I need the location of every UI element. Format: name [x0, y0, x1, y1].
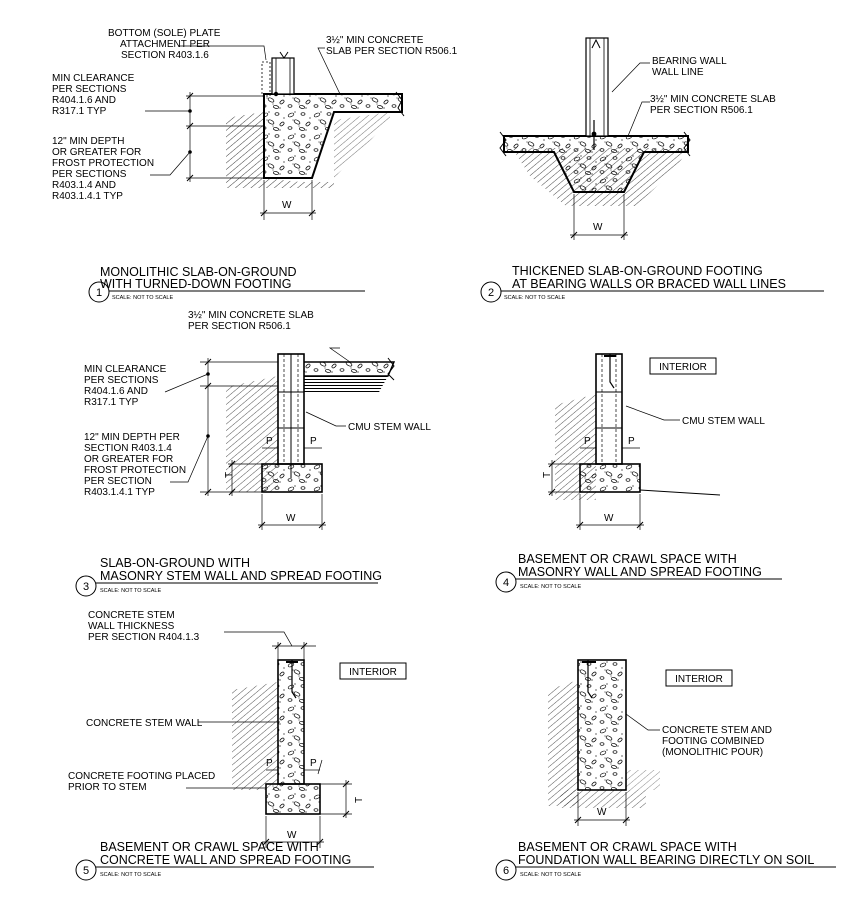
detail-1-concrete-fill	[263, 93, 403, 179]
detail-6-number-circle	[495, 859, 517, 881]
detail-3: T W P P 3½" MIN CONCRETE SLAB PER SECTIO…	[75, 310, 431, 597]
detail-3-number-circle	[75, 575, 97, 597]
detail-1-stud-wall	[271, 57, 295, 95]
detail-4-number: 4	[503, 577, 509, 589]
detail-3-soil-left	[226, 376, 278, 492]
detail-4-dim-w: W	[604, 513, 614, 524]
detail-5-dim-w: W	[287, 830, 297, 841]
detail-3-gravel	[304, 376, 388, 394]
detail-3-note-cmu: CMU STEM WALL	[348, 422, 431, 433]
detail-5: T P P W INTERIOR CONCRETE STEM WALL THIC…	[68, 610, 407, 881]
detail-5-note-footing: CONCRETE FOOTING PLACED PRIOR TO STEM	[68, 771, 218, 793]
detail-1-note-clearance: MIN CLEARANCE PER SECTIONS R404.1.6 AND …	[52, 73, 137, 117]
detail-1-soil-right	[334, 112, 390, 178]
detail-6-soil-under	[560, 790, 646, 808]
detail-3-title-line2: MASONRY STEM WALL AND SPREAD FOOTING	[100, 569, 382, 583]
detail-5-interior-box	[339, 662, 407, 680]
detail-3-dim-p-left: P	[266, 436, 273, 447]
detail-4-number-circle	[495, 571, 517, 593]
detail-6-interior-box	[665, 669, 733, 687]
detail-5-note-thickness: CONCRETE STEM WALL THICKNESS PER SECTION…	[88, 610, 200, 643]
detail-6-number: 6	[503, 865, 509, 877]
detail-4-cmu-wall	[595, 353, 623, 465]
detail-1-note-plate: BOTTOM (SOLE) PLATE ATTACHMENT PER SECTI…	[108, 28, 223, 61]
detail-1-note-slab: 3½" MIN CONCRETE SLAB PER SECTION R506.1	[326, 35, 458, 57]
detail-3-dim-p-right: P	[310, 436, 317, 447]
detail-5-note-stem: CONCRETE STEM WALL	[86, 718, 203, 729]
detail-5-number-circle	[75, 859, 97, 881]
detail-3-title-line1: SLAB-ON-GROUND WITH	[100, 556, 250, 570]
detail-1-title-line2: WITH TURNED-DOWN FOOTING	[100, 277, 291, 291]
detail-3-dim-t: T	[224, 472, 235, 478]
detail-6-wall	[577, 659, 627, 791]
detail-3-scale: SCALE: NOT TO SCALE	[100, 588, 161, 594]
detail-5-number: 5	[83, 865, 89, 877]
detail-6-dim-w: W	[597, 807, 607, 818]
detail-5-dim-p-left: P	[266, 758, 273, 769]
detail-2-concrete	[503, 135, 689, 193]
detail-5-dim-p-right: P	[310, 758, 317, 769]
detail-6-scale: SCALE: NOT TO SCALE	[520, 872, 581, 878]
detail-6-note-interior: INTERIOR	[675, 674, 723, 685]
detail-1-number: 1	[96, 287, 102, 299]
detail-4-note-interior: INTERIOR	[659, 362, 707, 373]
detail-1-title-line1: MONOLITHIC SLAB-ON-GROUND	[100, 265, 297, 279]
detail-2: W BEARING WALL WALL LINE 3½" MIN CONCRET…	[480, 37, 824, 303]
detail-5-soil	[232, 682, 278, 790]
detail-3-slab	[295, 361, 396, 377]
detail-2-number-circle	[480, 281, 502, 303]
detail-3-footing	[261, 463, 323, 493]
detail-4: T W P P INTERIOR CMU STEM WALL 4 BASEMEN…	[495, 353, 782, 593]
detail-4-scale: SCALE: NOT TO SCALE	[520, 584, 581, 590]
detail-1-scale: SCALE: NOT TO SCALE	[112, 295, 173, 301]
detail-1-number-circle	[88, 281, 110, 303]
detail-2-dim-w: W	[593, 222, 603, 233]
detail-6-soil-left	[548, 680, 578, 806]
detail-6: W INTERIOR CONCRETE STEM AND FOOTING COM…	[495, 659, 836, 881]
detail-4-dim-p-right: P	[628, 436, 635, 447]
detail-5-footing	[265, 783, 321, 815]
detail-5-dim-t: T	[354, 797, 365, 803]
detail-6-title-line2: FOUNDATION WALL BEARING DIRECTLY ON SOIL	[518, 853, 814, 867]
detail-1: W BOTTOM (SOLE) PLATE ATTACHMENT PER SEC…	[52, 28, 458, 303]
detail-4-title-line1: BASEMENT OR CRAWL SPACE WITH	[518, 552, 737, 566]
detail-4-dim-p-left: P	[584, 436, 591, 447]
detail-2-note-slab: 3½" MIN CONCRETE SLAB PER SECTION R506.1	[650, 94, 779, 116]
detail-3-dim-w: W	[286, 513, 296, 524]
detail-4-footing	[579, 463, 641, 493]
detail-2-number: 2	[488, 287, 494, 299]
detail-1-note-depth: 12" MIN DEPTH OR GREATER FOR FROST PROTE…	[52, 136, 157, 202]
detail-5-note-interior: INTERIOR	[349, 667, 397, 678]
detail-2-note-wall: BEARING WALL WALL LINE	[652, 56, 729, 78]
detail-2-title-line2: AT BEARING WALLS OR BRACED WALL LINES	[512, 277, 786, 291]
detail-6-note-combined: CONCRETE STEM AND FOOTING COMBINED (MONO…	[662, 725, 775, 758]
detail-3-note-clearance: MIN CLEARANCE PER SECTIONS R404.1.6 AND …	[84, 364, 169, 408]
detail-5-stem-wall	[277, 659, 305, 785]
detail-2-bearing-wall	[585, 37, 609, 137]
detail-2-title-line1: THICKENED SLAB-ON-GROUND FOOTING	[512, 264, 763, 278]
detail-1-soil	[226, 112, 334, 188]
detail-6-title-line1: BASEMENT OR CRAWL SPACE WITH	[518, 840, 737, 854]
detail-5-title-line2: CONCRETE WALL AND SPREAD FOOTING	[100, 853, 351, 867]
detail-3-note-depth: 12" MIN DEPTH PER SECTION R403.1.4 OR GR…	[84, 432, 189, 498]
detail-5-scale: SCALE: NOT TO SCALE	[100, 872, 161, 878]
detail-2-scale: SCALE: NOT TO SCALE	[504, 295, 565, 301]
detail-6-soil-right	[626, 770, 660, 790]
detail-4-dim-t: T	[542, 472, 553, 478]
detail-3-number: 3	[83, 581, 89, 593]
detail-4-note-cmu: CMU STEM WALL	[682, 416, 765, 427]
detail-5-title-line1: BASEMENT OR CRAWL SPACE WITH	[100, 840, 319, 854]
detail-3-note-slab: 3½" MIN CONCRETE SLAB PER SECTION R506.1	[188, 310, 317, 332]
detail-4-interior-box	[649, 357, 717, 375]
detail-4-title-line2: MASONRY WALL AND SPREAD FOOTING	[518, 565, 762, 579]
detail-1-dim-w: W	[282, 200, 292, 211]
